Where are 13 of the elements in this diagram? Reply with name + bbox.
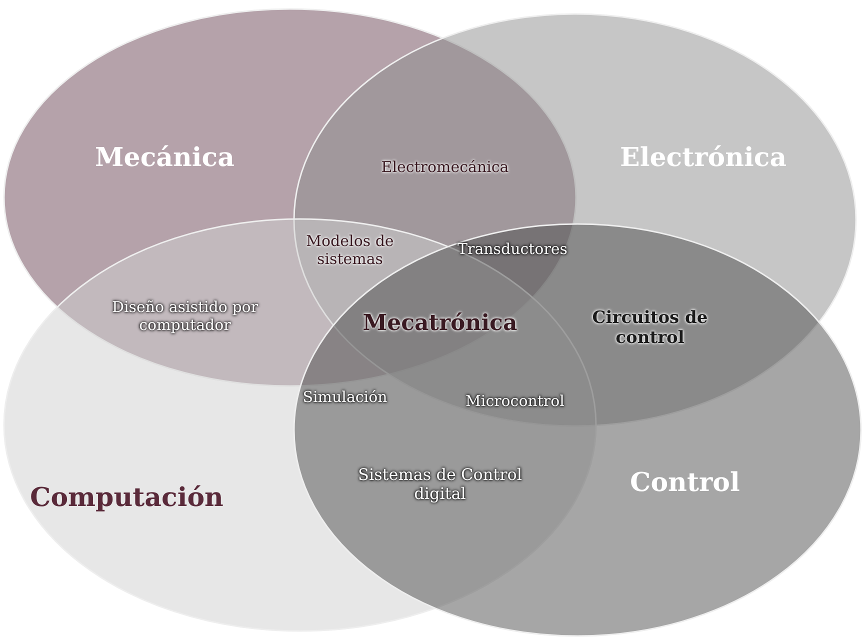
set-title: Computación — [30, 483, 224, 513]
set-title: Electrónica — [620, 143, 787, 173]
region-label: Modelos de sistemas — [305, 232, 395, 268]
region-label: Microcontrol — [464, 392, 566, 410]
region-label: Circuitos de control — [591, 308, 709, 349]
region-label: Electromecánica — [380, 158, 510, 176]
region-label: Simulación — [302, 388, 388, 406]
region-label: Mecatrónica — [362, 310, 518, 336]
region-label: Diseño asistido por computador — [110, 298, 260, 334]
set-title: Mecánica — [95, 143, 234, 173]
region-label: Transductores — [456, 240, 568, 258]
set-title: Control — [630, 468, 740, 498]
region-label: Sistemas de Control digital — [357, 465, 523, 504]
